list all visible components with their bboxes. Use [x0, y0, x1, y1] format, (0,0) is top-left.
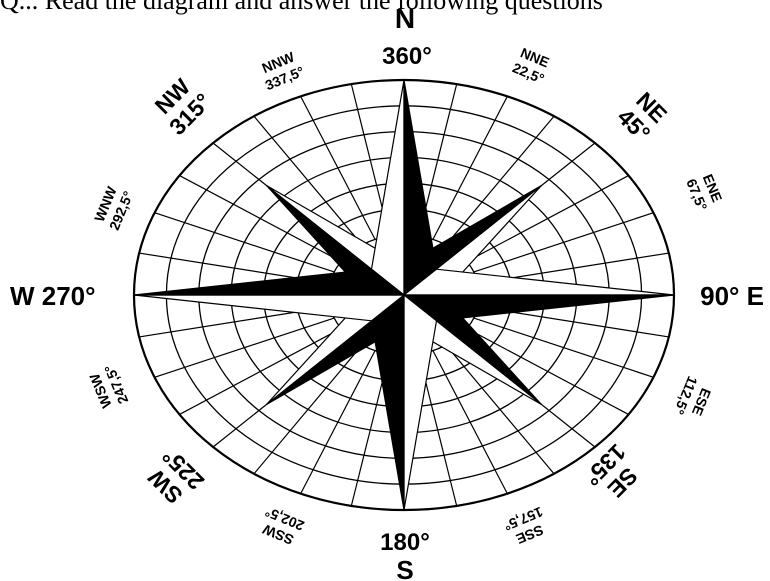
grid-radial-line: [466, 175, 629, 263]
grid-radial-line: [445, 344, 555, 475]
grid-radial-line: [466, 327, 629, 415]
star-point-cardinal-light: [403, 293, 438, 511]
grid-radial-line: [432, 350, 508, 494]
question-header-text: Q... Read the diagram and answer the fol…: [0, 0, 603, 15]
grid-radial-line: [253, 344, 363, 475]
grid-radial-line: [300, 96, 376, 240]
grid-radial-line: [432, 96, 508, 240]
grid-radial-line: [300, 350, 376, 494]
grid-radial-line: [179, 175, 342, 263]
grid-radial-line: [445, 115, 555, 246]
label-south-letter: S: [396, 555, 413, 581]
label-south-degrees: 180°: [380, 529, 430, 556]
label-north-degrees: 360°: [382, 43, 432, 70]
star-point-cardinal-light: [370, 79, 405, 297]
grid-radial-line: [253, 115, 363, 246]
star-point-cardinal-dark: [403, 79, 438, 297]
grid-radial-line: [473, 212, 654, 273]
grid-radial-line: [154, 212, 335, 273]
grid-radial-line: [473, 317, 654, 378]
grid-radial-line: [179, 327, 342, 415]
star-point-cardinal-dark: [370, 293, 405, 511]
star-point-cardinal-dark: [133, 268, 406, 296]
label-north-letter: N: [395, 3, 415, 34]
compass-star: [133, 79, 675, 511]
label-east: 90° E: [700, 281, 764, 311]
label-west: W 270°: [10, 281, 96, 311]
grid-radial-line: [154, 317, 335, 378]
